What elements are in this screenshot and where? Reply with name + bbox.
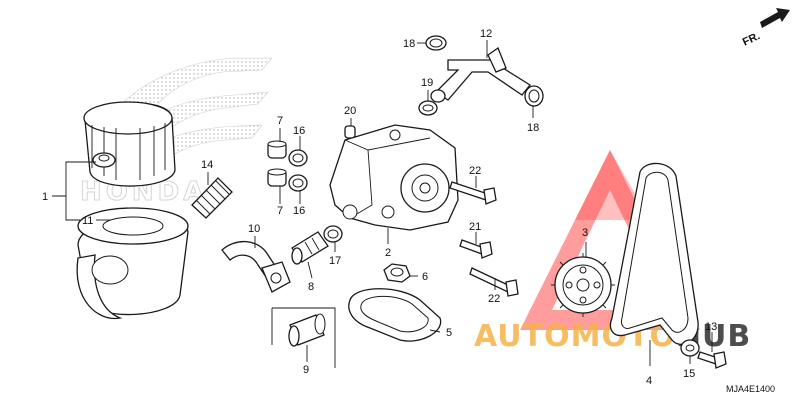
callout-11: 11 <box>82 215 93 227</box>
callout-16-lower: 16 <box>293 205 305 217</box>
callout-8: 8 <box>308 281 314 293</box>
part-oil-pump-sprocket <box>551 253 615 317</box>
part-washer <box>680 339 700 357</box>
part-relief-spring <box>191 177 233 219</box>
callout-14: 14 <box>201 159 213 171</box>
part-flange-bolts <box>449 181 727 369</box>
callout-1: 1 <box>42 191 48 203</box>
callout-5: 5 <box>446 327 452 339</box>
callout-22-lower: 22 <box>488 293 500 305</box>
callout-18-upper: 18 <box>403 38 415 50</box>
part-oil-pump-assembly <box>329 124 459 231</box>
callout-2: 2 <box>385 247 391 259</box>
part-oil-orifice <box>271 307 336 368</box>
leader-lines <box>52 40 713 366</box>
callout-6: 6 <box>422 271 428 283</box>
callout-17: 17 <box>329 255 341 267</box>
part-dowel-pin <box>344 125 356 139</box>
callout-10: 10 <box>248 223 260 235</box>
callout-4: 4 <box>646 375 652 387</box>
callout-19: 19 <box>421 77 433 89</box>
callout-21: 21 <box>469 221 481 233</box>
callout-16-upper: 16 <box>293 125 305 137</box>
part-oil-filter <box>76 207 189 320</box>
callout-18-lower: 18 <box>527 122 539 134</box>
callout-9: 9 <box>303 364 309 376</box>
front-marker-label: FR. <box>741 30 762 48</box>
front-direction-arrow: FR. <box>741 8 790 49</box>
part-oil-pump-chain <box>609 162 699 345</box>
callout-7-upper: 7 <box>277 115 283 127</box>
part-dowel-pins-and-o-rings <box>267 140 343 243</box>
part-pipe-o-rings <box>418 35 544 116</box>
part-strainer-nut <box>383 263 411 283</box>
callout-20: 20 <box>344 105 356 117</box>
callout-15: 15 <box>683 368 695 380</box>
part-oil-filter-wrench <box>83 101 176 187</box>
part-relief-valve <box>291 231 329 265</box>
part-oil-pipe-joint <box>430 46 531 103</box>
callout-13: 13 <box>705 321 717 333</box>
callout-labels: 1 11 14 10 7 16 7 16 17 8 20 2 18 12 19 … <box>42 28 717 387</box>
part-oil-strainer <box>348 288 442 342</box>
diagram-code: MJA4E1400 <box>726 384 775 394</box>
callout-3: 3 <box>582 227 588 239</box>
callout-7-lower: 7 <box>277 205 283 217</box>
callout-12: 12 <box>480 28 492 40</box>
part-oil-pipe <box>221 240 291 293</box>
callout-22-upper: 22 <box>469 165 481 177</box>
